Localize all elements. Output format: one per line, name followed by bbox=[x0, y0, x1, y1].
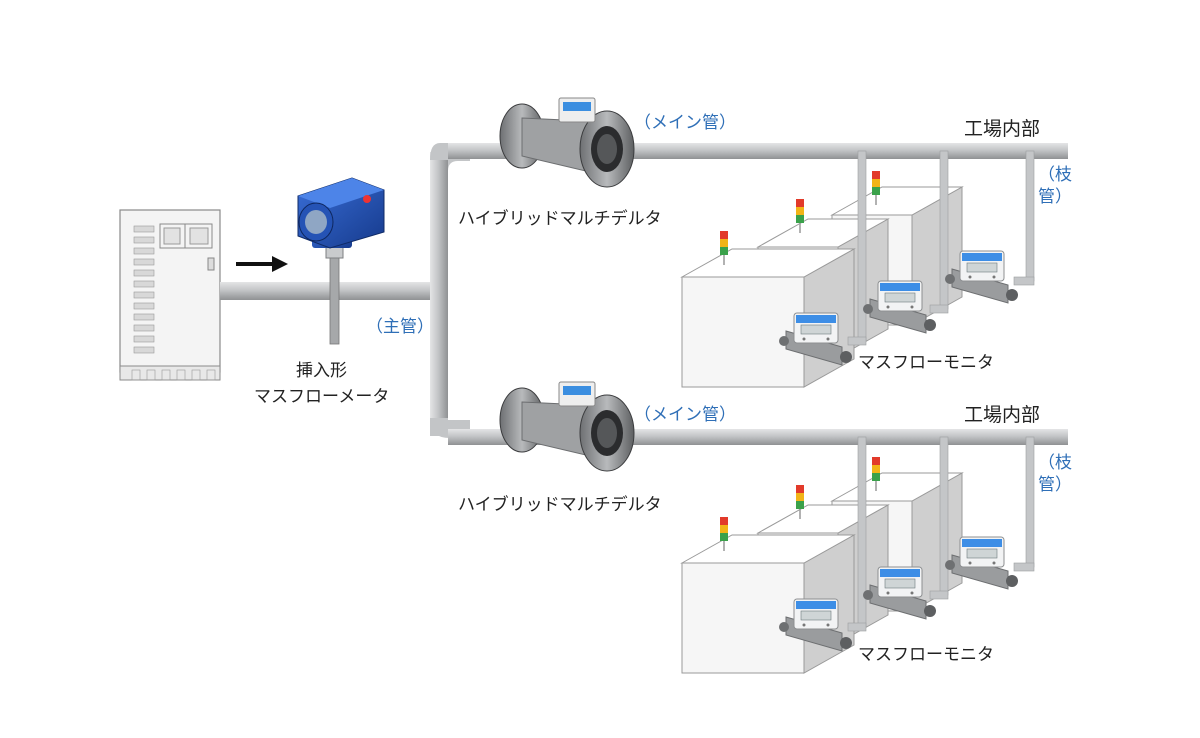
hybrid-meter-upper-icon bbox=[499, 97, 635, 188]
monitor-label-lower: マスフローモニタ bbox=[858, 645, 994, 665]
branch-pipe bbox=[1025, 150, 1035, 282]
factory-interior-label-lower: 工場内部 bbox=[964, 404, 1041, 426]
monitor-label-upper: マスフローモニタ bbox=[858, 353, 994, 373]
panel-slot-rows bbox=[131, 225, 216, 381]
hybrid-meter-label-upper: ハイブリッドマルチデルタ bbox=[458, 209, 662, 229]
branch-pipe bbox=[939, 436, 949, 596]
branch-pipe bbox=[1025, 436, 1035, 568]
factory-interior-label-upper: 工場内部 bbox=[964, 118, 1041, 140]
control-panel-icon bbox=[119, 209, 221, 381]
branch-pipe-label-upper: （枝管） bbox=[1038, 165, 1072, 207]
insertion-meter-label-line2: マスフローメータ bbox=[254, 387, 390, 407]
main-pipe-label: （主管） bbox=[366, 317, 434, 337]
insertion-mass-flow-meter-icon bbox=[297, 177, 385, 345]
branch-pipe bbox=[939, 150, 949, 310]
main-line-label-lower: （メイン管） bbox=[634, 405, 736, 425]
branch-pipe-label-lower: （枝管） bbox=[1038, 453, 1072, 495]
factory-group-upper bbox=[680, 150, 1035, 388]
arrow-icon bbox=[236, 256, 288, 272]
main-line-label-upper: （メイン管） bbox=[634, 113, 736, 133]
factory-group-lower bbox=[680, 436, 1035, 674]
hybrid-meter-label-lower: ハイブリッドマルチデルタ bbox=[458, 495, 662, 515]
insertion-meter-label-line1: 挿入形 bbox=[296, 361, 347, 381]
hybrid-meter-lower-icon bbox=[499, 381, 635, 472]
